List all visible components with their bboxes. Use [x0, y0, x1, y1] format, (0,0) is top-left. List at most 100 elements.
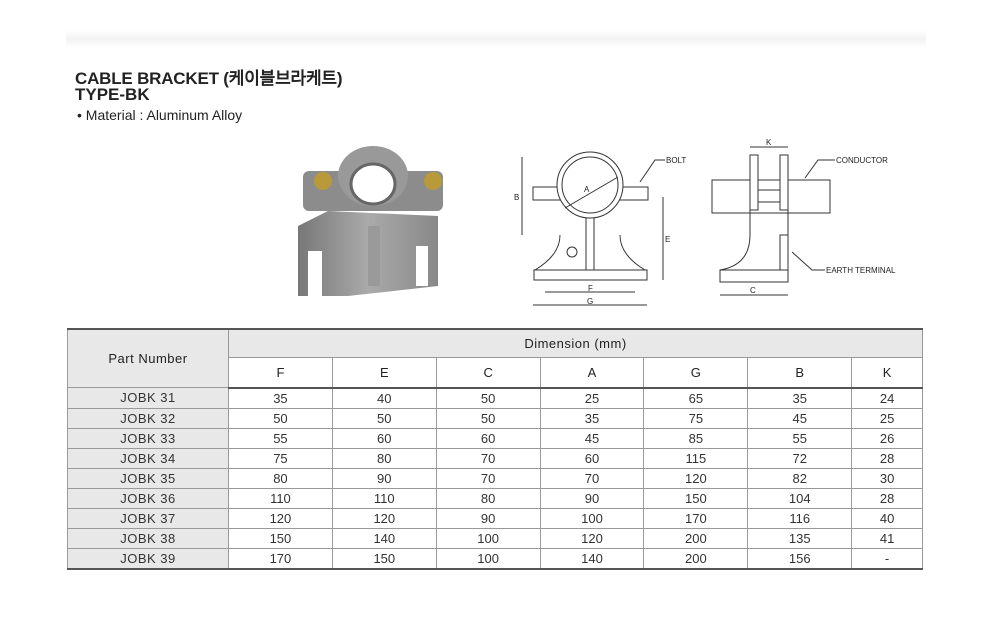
dimension-cell: 35: [747, 387, 853, 409]
material-spec: • Material : Aluminum Alloy: [77, 107, 243, 123]
svg-text:BOLT: BOLT: [666, 156, 686, 165]
part-number-cell: JOBK 39: [67, 547, 229, 569]
dimension-cell: 116: [747, 507, 853, 529]
dimension-cell: 90: [331, 467, 437, 489]
dimension-cell: 156: [747, 547, 853, 569]
dimension-cell: 55: [747, 427, 853, 449]
dimension-cell: 120: [228, 507, 333, 529]
part-number-cell: JOBK 34: [67, 447, 229, 469]
dimension-cell: 40: [331, 387, 437, 409]
column-header-G: G: [643, 356, 749, 389]
dimension-cell: 60: [331, 427, 437, 449]
dimension-cell: 100: [539, 507, 645, 529]
dimension-cell: 45: [539, 427, 645, 449]
svg-text:CONDUCTOR: CONDUCTOR: [836, 156, 888, 165]
product-type: TYPE-BK: [75, 85, 150, 104]
part-number-cell: JOBK 37: [67, 507, 229, 529]
dimension-cell: 70: [435, 467, 541, 489]
dimension-cell: 150: [643, 487, 749, 509]
part-number-cell: JOBK 35: [67, 467, 229, 489]
dimension-cell: 150: [331, 547, 437, 569]
column-header-F: F: [228, 356, 333, 389]
dimension-cell: 75: [228, 447, 333, 469]
dimension-cell: 140: [539, 547, 645, 569]
dimension-cell: 120: [331, 507, 437, 529]
dimension-cell: 70: [435, 447, 541, 469]
dimension-header: Dimension (mm): [228, 328, 923, 358]
dimension-cell: 35: [228, 387, 333, 409]
dimension-cell: 45: [747, 407, 853, 429]
svg-text:G: G: [587, 297, 593, 306]
dimension-cell: 50: [331, 407, 437, 429]
part-number-cell: JOBK 36: [67, 487, 229, 509]
dimension-cell: 26: [851, 427, 923, 449]
dimension-cell: 28: [851, 447, 923, 469]
svg-text:E: E: [665, 235, 670, 244]
technical-drawing: BOLT A B E F G CONDUCTOR EARTH TERMINAL …: [514, 138, 896, 306]
header-row: Part Number Dimension (mm): [67, 328, 923, 388]
dimension-cell: 40: [851, 507, 923, 529]
dimension-cell: 200: [643, 527, 749, 549]
top-band: [66, 30, 926, 48]
side-view: CONDUCTOR EARTH TERMINAL K C: [711, 138, 896, 296]
dimension-cell: 50: [435, 407, 541, 429]
dimension-cell: 24: [851, 387, 923, 409]
part-number-cell: JOBK 38: [67, 527, 229, 549]
dimension-cell: 200: [643, 547, 749, 569]
part-number-header: Part Number: [67, 328, 229, 388]
dimension-cell: 80: [331, 447, 437, 469]
dimension-cell: 120: [643, 467, 749, 489]
dimension-cell: 28: [851, 487, 923, 509]
dimension-cell: 41: [851, 527, 923, 549]
column-header-E: E: [331, 356, 437, 389]
part-number-cell: JOBK 32: [67, 407, 229, 429]
dimension-cell: 30: [851, 467, 923, 489]
product-title: CABLE BRACKET (케이블브라케트): [75, 69, 343, 88]
svg-text:A: A: [584, 185, 590, 194]
svg-text:K: K: [766, 138, 772, 147]
dimension-cell: 110: [331, 487, 437, 509]
svg-text:EARTH TERMINAL: EARTH TERMINAL: [826, 266, 896, 275]
dimension-cell: 100: [435, 527, 541, 549]
dimension-cell: 75: [643, 407, 749, 429]
dimension-cell: 135: [747, 527, 853, 549]
dimension-cell: 90: [435, 507, 541, 529]
dimension-cell: 104: [747, 487, 853, 509]
dimension-cell: -: [851, 547, 923, 569]
dimension-cell: 170: [228, 547, 333, 569]
svg-text:F: F: [588, 284, 593, 293]
dimension-cell: 150: [228, 527, 333, 549]
dimension-cell: 60: [539, 447, 645, 469]
dimension-cell: 170: [643, 507, 749, 529]
dimension-cell: 82: [747, 467, 853, 489]
column-header-C: C: [435, 356, 541, 389]
dimension-cell: 120: [539, 527, 645, 549]
part-number-cell: JOBK 33: [67, 427, 229, 449]
dimension-cell: 55: [228, 427, 333, 449]
dimension-cell: 60: [435, 427, 541, 449]
dimension-cell: 70: [539, 467, 645, 489]
dimension-cell: 65: [643, 387, 749, 409]
column-header-K: K: [851, 356, 923, 389]
dimension-cell: 115: [643, 447, 749, 469]
dimension-cell: 50: [228, 407, 333, 429]
dimension-cell: 140: [331, 527, 437, 549]
dimension-cell: 25: [539, 387, 645, 409]
svg-text:C: C: [750, 286, 756, 295]
part-number-cell: JOBK 31: [67, 387, 229, 409]
dimension-cell: 50: [435, 387, 541, 409]
dimension-cell: 100: [435, 547, 541, 569]
dimension-cell: 25: [851, 407, 923, 429]
column-header-A: A: [539, 356, 645, 389]
product-photo: [298, 146, 443, 296]
